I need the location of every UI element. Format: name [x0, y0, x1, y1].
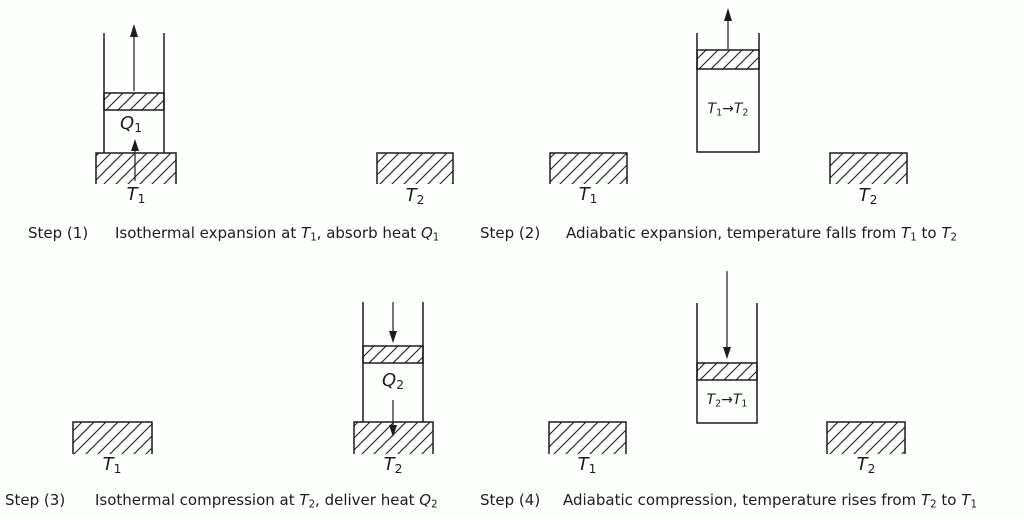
- step2-piston: [696, 49, 760, 70]
- step2-cylinder: [696, 33, 760, 153]
- step4-caption-text: Adiabatic compression, temperature rises…: [563, 491, 977, 511]
- step3-cold-reservoir: [353, 421, 434, 454]
- step1-cold-reservoir-label: T2: [405, 185, 425, 208]
- step1-caption-text: Isothermal expansion at T1, absorb heat …: [115, 224, 440, 244]
- step4-cold-reservoir-label: T2: [856, 454, 876, 477]
- step1-gas-heat-label: Q1: [120, 113, 142, 136]
- step2-caption-text: Adiabatic expansion, temperature falls f…: [566, 224, 957, 244]
- step4-cold-reservoir: [826, 421, 906, 454]
- step1-hot-reservoir-label: T1: [126, 184, 146, 207]
- step3-piston: [362, 345, 424, 364]
- step3-cold-reservoir-label: T2: [383, 454, 403, 477]
- step3-hot-reservoir: [72, 421, 153, 454]
- step4-work-arrow: [723, 271, 731, 359]
- step3-caption-label: Step (3): [5, 491, 66, 509]
- step2-cold-reservoir: [829, 152, 908, 184]
- step2-process-label: T1→T2: [707, 101, 749, 119]
- step2-cold-reservoir-label: T2: [858, 185, 878, 208]
- step4-hot-reservoir: [548, 421, 627, 454]
- step3-work-arrow: [389, 302, 397, 343]
- step1-work-arrow: [130, 24, 138, 91]
- step4-hot-reservoir-label: T1: [577, 454, 597, 477]
- step3-gas-heat-label: Q2: [382, 370, 404, 393]
- step2-hot-reservoir: [549, 152, 628, 184]
- step4-caption-label: Step (4): [480, 491, 541, 509]
- step2-hot-reservoir-label: T1: [578, 184, 598, 207]
- step4-piston: [696, 362, 758, 381]
- step1-cold-reservoir: [376, 152, 454, 184]
- step3-hot-reservoir-label: T1: [102, 454, 122, 477]
- step2-work-arrow: [724, 8, 732, 49]
- step1-caption-label: Step (1): [28, 224, 89, 242]
- step3-cylinder: [362, 302, 424, 422]
- step1-hot-reservoir: [95, 152, 177, 184]
- step4-cylinder: [696, 303, 758, 424]
- step2-caption-label: Step (2): [480, 224, 541, 242]
- step4-process-label: T2→T1: [706, 392, 748, 410]
- step1-cylinder: [103, 33, 165, 153]
- step1-piston: [103, 92, 165, 111]
- step3-caption-text: Isothermal compression at T2, deliver he…: [95, 491, 438, 511]
